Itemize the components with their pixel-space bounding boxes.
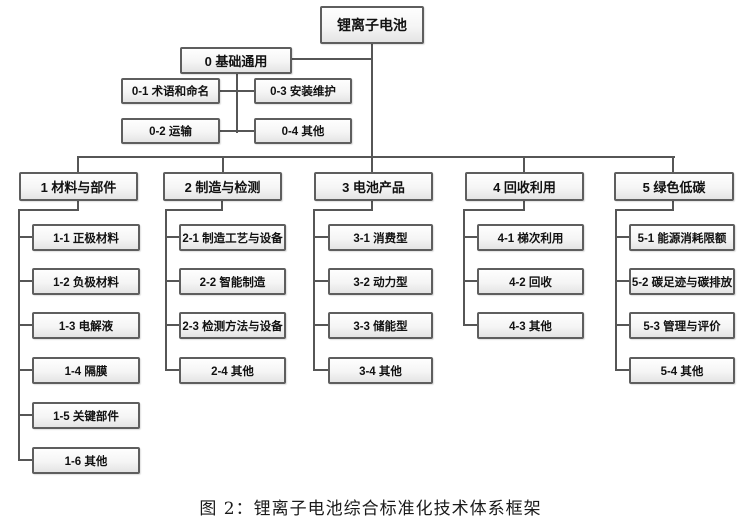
node-2-2: 2-2 智能制造: [179, 268, 286, 295]
connector-line: [371, 200, 373, 211]
connector-line: [221, 200, 223, 211]
node-3-4: 3-4 其他: [328, 357, 433, 384]
node-2-1: 2-1 制造工艺与设备: [179, 224, 286, 251]
connector-line: [523, 156, 525, 173]
connector-line: [615, 369, 631, 371]
node-1-2: 1-2 负极材料: [32, 268, 140, 295]
node-branch-2: 2 制造与检测: [163, 172, 282, 201]
node-4-2: 4-2 回收: [477, 268, 584, 295]
connector-line: [615, 280, 631, 282]
connector-line: [523, 200, 525, 211]
connector-line: [615, 209, 674, 211]
node-2-4: 2-4 其他: [179, 357, 286, 384]
node-0-2: 0-2 运输: [121, 118, 220, 144]
connector-line: [77, 200, 79, 211]
connector-line: [165, 280, 180, 282]
connector-line: [313, 369, 329, 371]
connector-line: [615, 209, 617, 371]
node-4-3: 4-3 其他: [477, 312, 584, 339]
connector-line: [313, 209, 315, 371]
connector-line: [77, 156, 79, 173]
connector-line: [463, 209, 465, 326]
node-0-4: 0-4 其他: [254, 118, 352, 144]
connector-line: [18, 236, 33, 238]
connector-line: [18, 459, 33, 461]
connector-line: [371, 43, 373, 173]
connector-line: [463, 236, 478, 238]
node-0-1: 0-1 术语和命名: [121, 78, 220, 104]
connector-line: [615, 236, 631, 238]
connector-line: [165, 369, 180, 371]
node-4-1: 4-1 梯次利用: [477, 224, 584, 251]
node-1-3: 1-3 电解液: [32, 312, 140, 339]
connector-line: [219, 130, 255, 132]
connector-line: [672, 156, 674, 173]
connector-line: [313, 324, 329, 326]
connector-line: [18, 414, 33, 416]
node-branch-3: 3 电池产品: [314, 172, 433, 201]
connector-line: [18, 369, 33, 371]
connector-line: [18, 324, 33, 326]
connector-line: [77, 156, 675, 158]
node-3-2: 3-2 动力型: [328, 268, 433, 295]
connector-line: [291, 58, 372, 60]
node-branch-1: 1 材料与部件: [19, 172, 138, 201]
figure-caption: 图 2：锂离子电池综合标准化技术体系框架: [199, 499, 542, 519]
connector-line: [165, 236, 180, 238]
node-3-1: 3-1 消费型: [328, 224, 433, 251]
connector-line: [313, 209, 373, 211]
node-branch-4: 4 回收利用: [465, 172, 584, 201]
node-base-group: 0 基础通用: [180, 47, 292, 74]
node-2-3: 2-3 检测方法与设备: [179, 312, 286, 339]
connector-line: [313, 280, 329, 282]
node-1-5: 1-5 关键部件: [32, 402, 140, 429]
connector-line: [18, 209, 79, 211]
connector-line: [236, 73, 238, 133]
node-root: 锂离子电池: [320, 6, 424, 44]
connector-line: [222, 156, 224, 173]
connector-line: [615, 324, 631, 326]
connector-line: [165, 324, 180, 326]
connector-line: [463, 280, 478, 282]
connector-line: [219, 90, 255, 92]
node-branch-5: 5 绿色低碳: [614, 172, 734, 201]
node-1-6: 1-6 其他: [32, 447, 140, 474]
connector-line: [165, 209, 223, 211]
node-1-1: 1-1 正极材料: [32, 224, 140, 251]
node-0-3: 0-3 安装维护: [254, 78, 352, 104]
node-5-3: 5-3 管理与评价: [629, 312, 735, 339]
node-5-4: 5-4 其他: [629, 357, 735, 384]
connector-line: [672, 200, 674, 211]
node-5-2: 5-2 碳足迹与碳排放: [629, 268, 735, 295]
connector-line: [165, 209, 167, 371]
connector-line: [313, 236, 329, 238]
node-1-4: 1-4 隔膜: [32, 357, 140, 384]
connector-line: [18, 209, 20, 461]
node-3-3: 3-3 储能型: [328, 312, 433, 339]
connector-line: [18, 280, 33, 282]
connector-line: [463, 209, 525, 211]
node-5-1: 5-1 能源消耗限额: [629, 224, 735, 251]
connector-line: [463, 324, 478, 326]
